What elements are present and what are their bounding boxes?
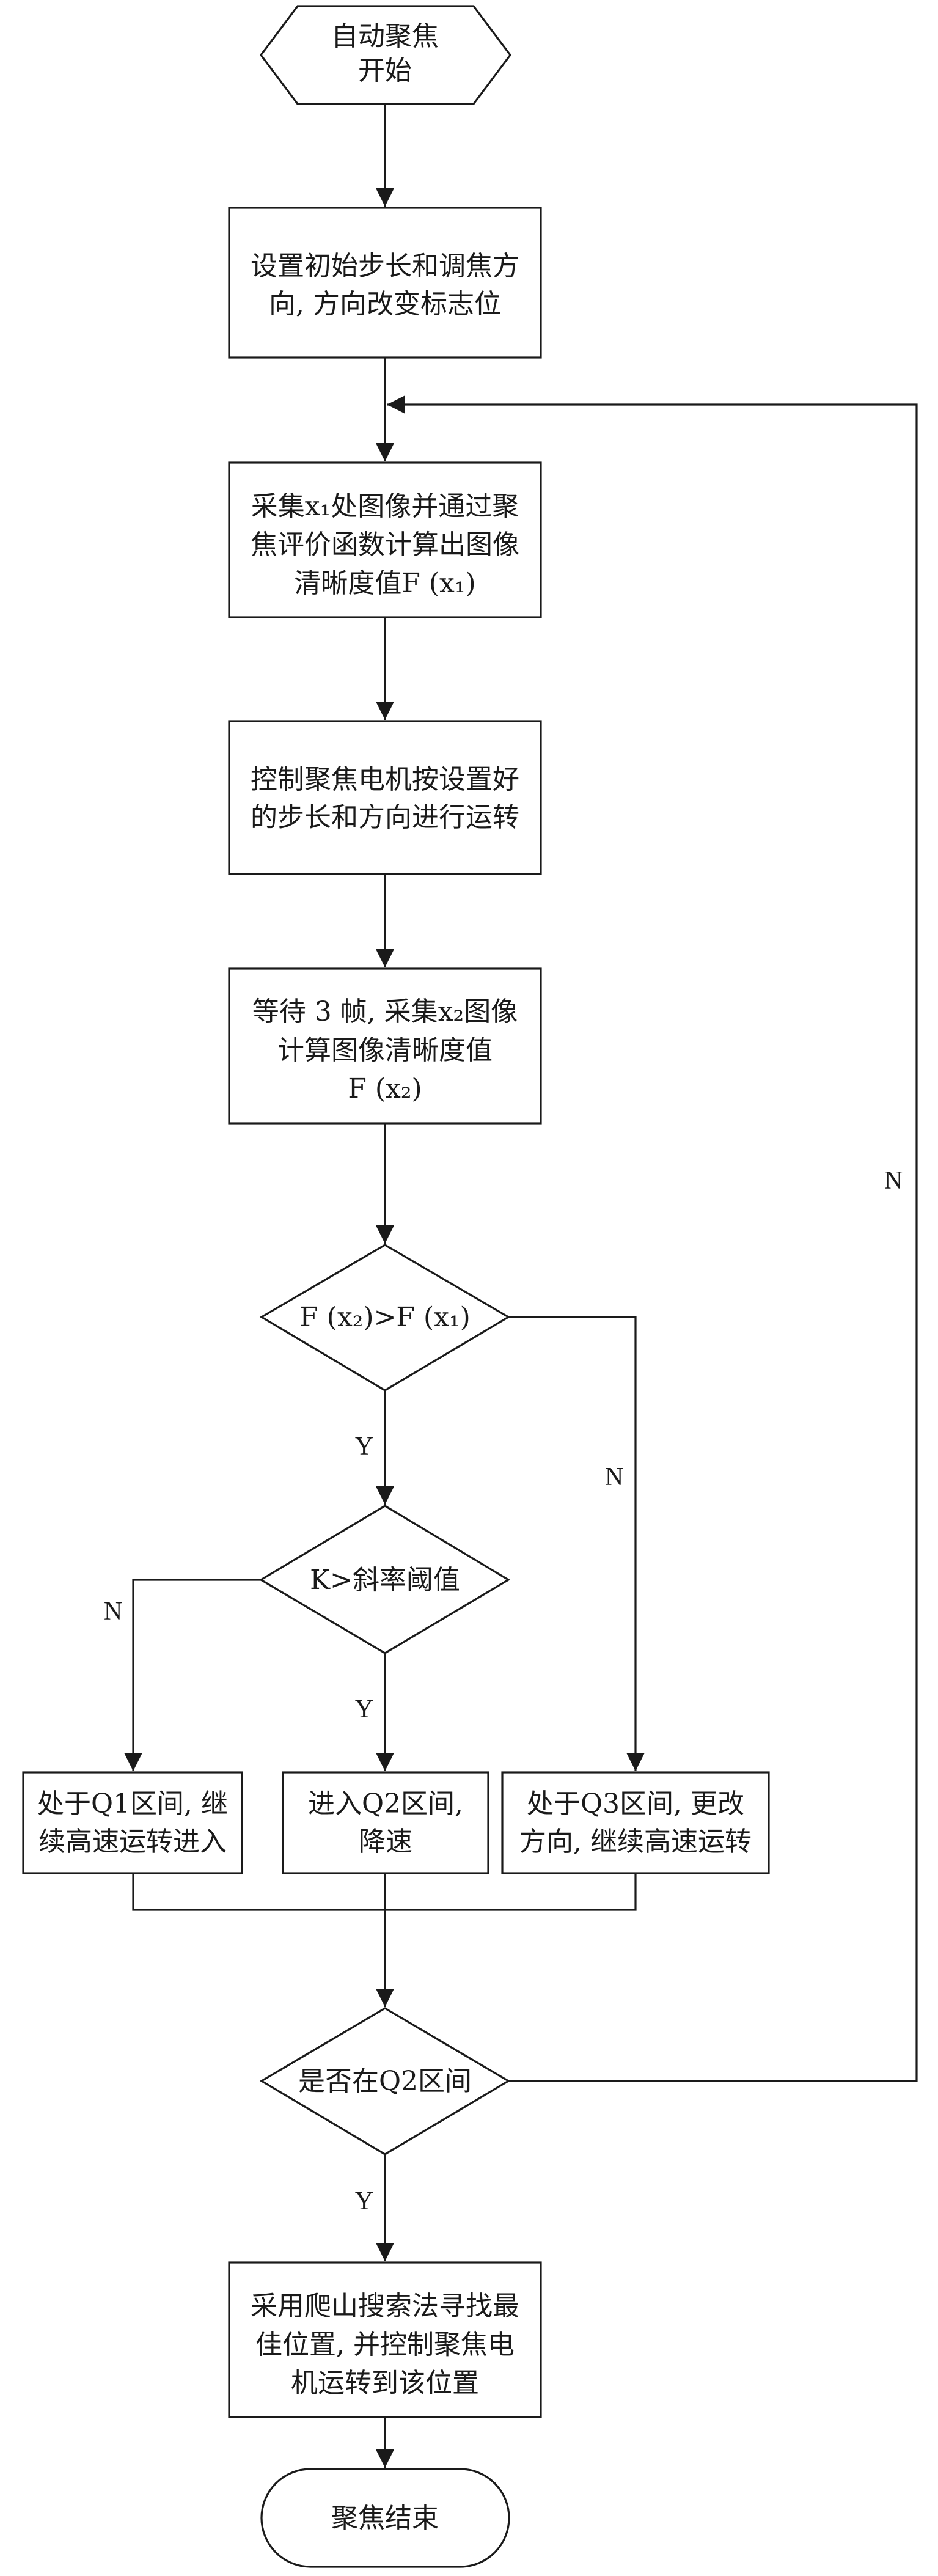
process-capture-x1: 采集x₁处图像并通过聚 焦评价函数计算出图像 清晰度值F (x₁)	[228, 461, 542, 618]
control-motor-line-1: 控制聚焦电机按设置好	[251, 764, 519, 795]
edge-labels: Y N Y N Y N	[104, 1167, 903, 2215]
region-q1-line-2: 续高速运转进入	[38, 1826, 227, 1857]
edge-inq2-no-loop	[387, 395, 918, 2082]
capture-x1-line-2: 焦评价函数计算出图像	[251, 529, 519, 560]
start-node: 自动聚焦 开始	[260, 5, 511, 105]
process-wait-capture-x2: 等待 3 帧, 采集x₂图像 计算图像清晰度值 F (x₂)	[228, 967, 542, 1125]
in-q2-decision-text: 是否在Q2区间	[298, 2066, 472, 2097]
connectors	[124, 104, 918, 2468]
capture-x1-line-1: 采集x₁处图像并通过聚	[251, 491, 519, 522]
region-q1-line-1: 处于Q1区间, 继	[37, 1788, 228, 1819]
wait-capture-line-3: F (x₂)	[348, 1073, 422, 1104]
decision-in-q2: 是否在Q2区间	[259, 2007, 511, 2156]
label-compare-no: N	[605, 1463, 623, 1491]
process-region-q1: 处于Q1区间, 继 续高速运转进入	[22, 1771, 243, 1874]
edge-compare-no	[508, 1316, 645, 1771]
decision-compare-sharpness: F (x₂)>F (x₁)	[259, 1244, 511, 1392]
label-in-q2-yes: Y	[355, 2187, 373, 2215]
label-slope-yes: Y	[355, 1695, 373, 1723]
wait-capture-line-2: 计算图像清晰度值	[277, 1035, 493, 1066]
wait-capture-line-1: 等待 3 帧, 采集x₂图像	[252, 996, 518, 1027]
process-hill-climb: 采用爬山搜索法寻找最 佳位置, 并控制聚焦电 机运转到该位置	[228, 2261, 542, 2418]
slope-decision-text: K>斜率阈值	[310, 1565, 460, 1596]
process-region-q2: 进入Q2区间, 降速	[282, 1771, 489, 1874]
edge-slope-no	[124, 1579, 261, 1771]
end-node: 聚焦结束	[260, 2468, 510, 2568]
decision-slope-threshold: K>斜率阈值	[258, 1505, 511, 1654]
set-initial-line-1: 设置初始步长和调焦方	[251, 251, 519, 282]
process-region-q3: 处于Q3区间, 更改 方向, 继续高速运转	[501, 1771, 770, 1874]
control-motor-line-2: 的步长和方向进行运转	[251, 802, 519, 833]
process-control-motor: 控制聚焦电机按设置好 的步长和方向进行运转	[228, 720, 542, 875]
hill-climb-line-2: 佳位置, 并控制聚焦电	[255, 2329, 515, 2360]
start-line-1: 自动聚焦	[331, 21, 439, 52]
process-set-initial: 设置初始步长和调焦方 向, 方向改变标志位	[228, 207, 542, 359]
label-slope-no: N	[104, 1598, 122, 1626]
region-q2-line-2: 降速	[359, 1826, 412, 1857]
hill-climb-line-3: 机运转到该位置	[291, 2368, 479, 2399]
capture-x1-line-3: 清晰度值F (x₁)	[294, 568, 475, 599]
start-line-2: 开始	[358, 55, 412, 86]
region-q2-line-1: 进入Q2区间,	[308, 1788, 463, 1819]
set-initial-line-2: 向, 方向改变标志位	[269, 288, 501, 320]
end-text: 聚焦结束	[331, 2503, 439, 2534]
compare-decision-text: F (x₂)>F (x₁)	[299, 1302, 470, 1333]
region-q3-line-1: 处于Q3区间, 更改	[527, 1788, 744, 1819]
label-compare-yes: Y	[355, 1433, 373, 1461]
region-q3-line-2: 方向, 继续高速运转	[519, 1826, 752, 1857]
hill-climb-line-1: 采用爬山搜索法寻找最	[251, 2291, 519, 2322]
label-in-q2-no: N	[884, 1167, 903, 1195]
